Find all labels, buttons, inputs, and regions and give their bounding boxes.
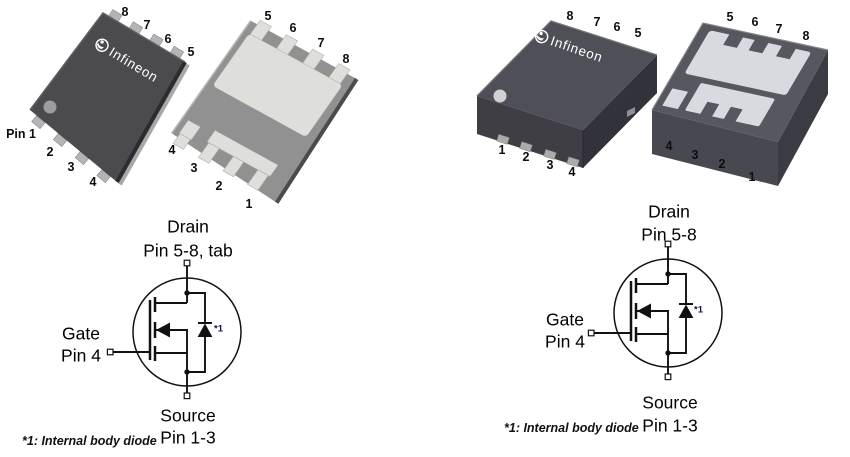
- right-package-top-view: Infineon: [476, 20, 658, 168]
- left-gate-pin: Pin 4: [61, 345, 101, 366]
- pin-label-3: 3: [546, 157, 554, 172]
- drain-pad: [213, 34, 342, 137]
- right-source-pins: Pin 1-3: [642, 415, 698, 436]
- pin-label-7: 7: [143, 17, 151, 32]
- left-drain-title: Drain: [167, 216, 209, 237]
- right-top-view-pin-stubs: [496, 133, 580, 168]
- pin-label-2: 2: [522, 149, 530, 164]
- left-package-bottom-view: [171, 19, 359, 204]
- drain-pad: [685, 30, 811, 95]
- gate-pin4-stub: [172, 133, 191, 150]
- right-drain-pins: Pin 5-8: [641, 224, 697, 245]
- left-diode-ref: *1: [214, 323, 223, 335]
- right-gate-pin: Pin 4: [545, 331, 585, 352]
- source-pin2-tab: [222, 155, 245, 178]
- right-bottom-view-side-face: [778, 50, 828, 186]
- pin-label-2: 2: [46, 144, 54, 159]
- left-package-top-view: Infineon: [29, 9, 190, 186]
- pin1-marker-dot: [43, 100, 57, 114]
- left-drain-pins: Pin 5-8, tab: [143, 240, 233, 261]
- pin-label-6: 6: [613, 19, 621, 34]
- drain-pad-notch: [748, 38, 770, 54]
- left-source-pins: Pin 1-3: [160, 427, 216, 448]
- right-footnote: *1: Internal body diode: [504, 420, 639, 435]
- drain-pad-notch: [775, 44, 797, 60]
- source-pin3-tab: [198, 142, 220, 164]
- pin-label-8: 8: [566, 8, 574, 23]
- pin-label-1: Pin 1: [6, 126, 36, 141]
- source-pad-notch: [722, 106, 743, 124]
- left-gate-title: Gate: [62, 323, 100, 344]
- pin-label-8: 8: [802, 28, 810, 43]
- left-top-view-body: [30, 13, 185, 182]
- pin-label-8: 8: [121, 4, 129, 19]
- pin-label-2: 2: [215, 178, 223, 193]
- right-package-bottom-view: [651, 22, 829, 186]
- right-top-view-top-face: [477, 21, 657, 130]
- pin-label-4: 4: [568, 164, 576, 179]
- pin-label-3: 3: [691, 147, 699, 162]
- right-gate-title: Gate: [546, 309, 584, 330]
- pin-label-4: 4: [168, 142, 176, 157]
- right-drain-title: Drain: [648, 201, 690, 222]
- gate-pad: [662, 88, 689, 109]
- pin-label-5: 5: [634, 25, 642, 40]
- pin-label-7: 7: [317, 35, 325, 50]
- pin-label-3: 3: [190, 160, 198, 175]
- source-pad-notch: [699, 101, 720, 119]
- pin-label-6: 6: [289, 20, 297, 35]
- right-bottom-view-pads: [662, 30, 811, 127]
- pin-label-6: 6: [164, 31, 172, 46]
- pin-label-5: 5: [187, 44, 195, 59]
- pin-label-1: 1: [245, 196, 253, 211]
- pin-label-7: 7: [775, 21, 783, 36]
- right-top-view-front-face: [477, 96, 583, 168]
- pin-label-1: 1: [498, 142, 506, 157]
- source-pin1-tab: [247, 169, 269, 191]
- pin-label-5: 5: [726, 9, 734, 24]
- drain-pad-notch: [723, 32, 744, 48]
- right-bottom-view-front-face: [652, 110, 778, 186]
- right-source-title: Source: [642, 392, 698, 413]
- right-top-view-side-face: [583, 55, 657, 168]
- side-pin-mark: [627, 107, 635, 117]
- pin-label-2: 2: [718, 156, 726, 171]
- pin-label-5: 5: [264, 8, 272, 23]
- pin-label-8: 8: [342, 51, 350, 66]
- pin-label-1: 1: [748, 169, 756, 184]
- left-bottom-view-pads: [172, 19, 351, 191]
- right-diode-ref: *1: [694, 304, 703, 316]
- left-footnote: *1: Internal body diode: [22, 433, 157, 448]
- pin-label-3: 3: [67, 159, 75, 174]
- pin-label-7: 7: [593, 14, 601, 29]
- pin-label-6: 6: [751, 14, 759, 29]
- pin-label-4: 4: [89, 174, 97, 189]
- pin-label-4: 4: [665, 138, 673, 153]
- left-source-title: Source: [160, 405, 216, 426]
- pin1-marker-dot: [493, 89, 507, 103]
